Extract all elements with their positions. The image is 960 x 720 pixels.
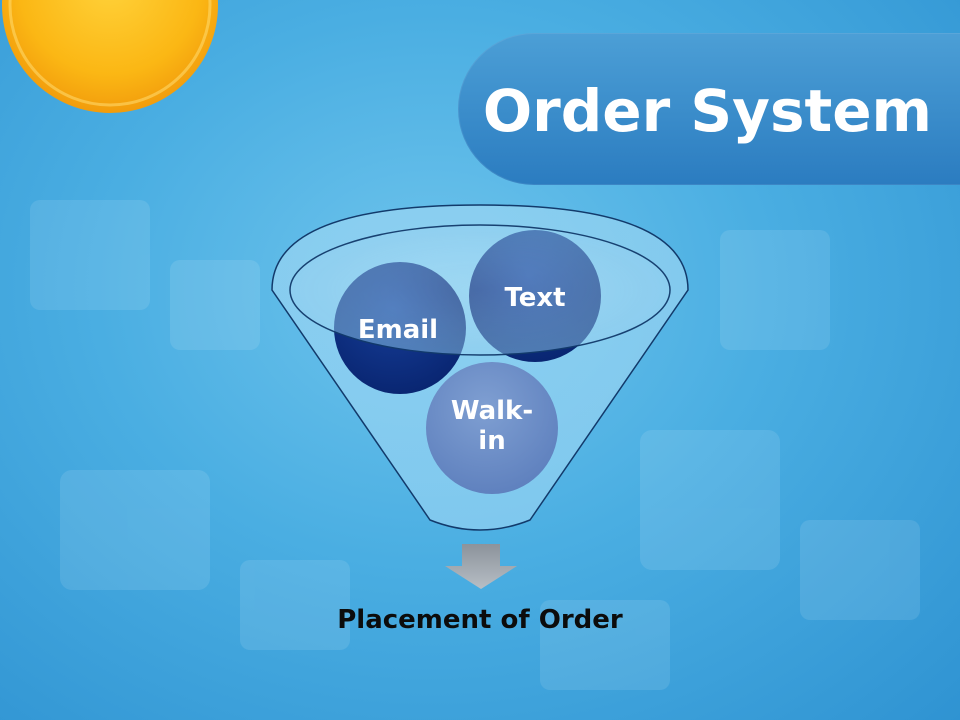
circle-label-line: Text xyxy=(504,283,565,313)
funnel-circle-walk-in xyxy=(426,362,558,494)
circle-label-line: Email xyxy=(358,315,438,345)
circle-label-walk-in: Walk-in xyxy=(451,396,533,456)
circle-label-email: Email xyxy=(358,315,438,345)
circle-label-line: in xyxy=(478,426,505,456)
diagram-caption: Placement of Order xyxy=(337,605,623,635)
funnel-rim xyxy=(289,224,671,356)
page-title: Order System xyxy=(482,77,932,145)
title-band xyxy=(458,33,960,185)
down-arrow-icon xyxy=(445,544,517,589)
circle-label-text: Text xyxy=(504,283,565,313)
sun-icon xyxy=(2,0,218,113)
circle-label-line: Walk- xyxy=(451,396,533,426)
